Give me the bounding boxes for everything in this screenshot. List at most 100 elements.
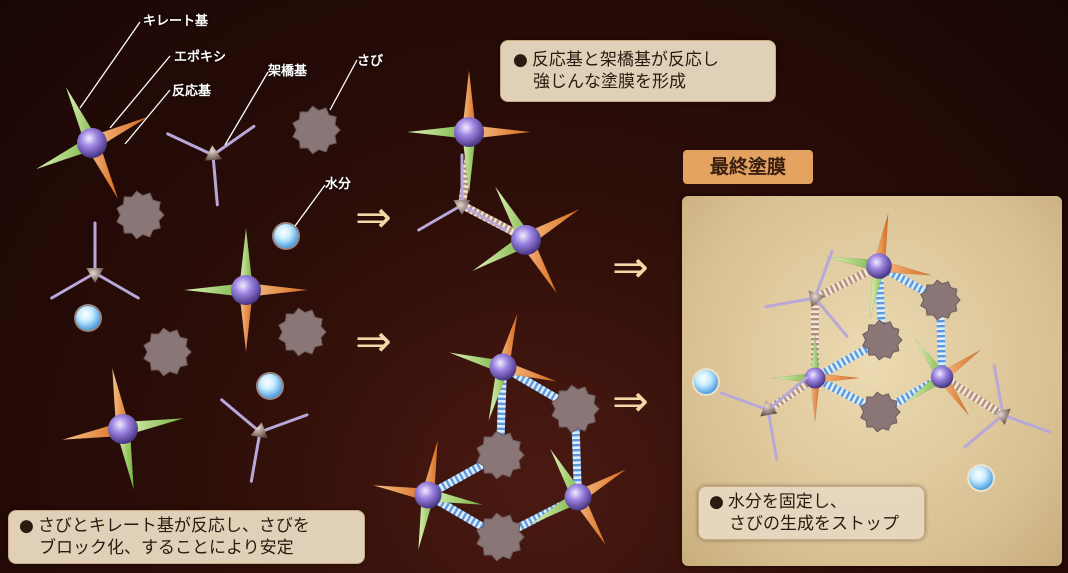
crosslinker-arm (719, 391, 770, 412)
crosslinker-core (453, 200, 471, 215)
rust-particle (476, 512, 525, 562)
process-arrow-4: ⇒ (612, 376, 649, 427)
rust-particle (860, 391, 901, 433)
note-tough-film-line2: 強じんな塗膜を形成 (533, 72, 686, 92)
note-water-fixation-line1: 水分を固定し、 (727, 492, 847, 512)
epoxy-core (804, 367, 826, 389)
crosslinker-molecule (719, 376, 808, 461)
note-tough-film: ●反応基と架橋基が反応し 強じんな塗膜を形成 (500, 40, 776, 102)
chelate-bond (813, 337, 884, 381)
epoxy-molecule (35, 86, 149, 200)
rust-particle (551, 384, 600, 434)
crosslinker-core (993, 408, 1011, 425)
rust-particle (278, 307, 327, 357)
crosslinker-core (760, 400, 778, 417)
crosslinker-arm (813, 296, 849, 338)
water-droplet (272, 222, 300, 250)
water-core (694, 370, 718, 394)
crosslink-bond (813, 263, 881, 301)
epoxy-core (930, 365, 954, 389)
process-arrow-3: ⇒ (612, 242, 649, 293)
crosslinker-arm (50, 271, 97, 300)
epoxy-molecule (449, 313, 557, 421)
crosslinker-molecule (220, 398, 309, 483)
crosslinker-core (86, 268, 104, 283)
rust-particle (292, 105, 341, 155)
process-arrow-2: ⇒ (355, 316, 392, 367)
bullet: ● (709, 492, 724, 512)
epoxy-core (564, 483, 592, 511)
note-rust-blocking: ●さびとキレート基が反応し、さびを ブロック化、することにより安定 (8, 510, 365, 564)
water-core (969, 466, 993, 490)
crosslinker-arm (258, 413, 309, 434)
epoxy-molecule (903, 338, 981, 416)
rust-particle (476, 430, 525, 480)
crosslinker-arm (460, 203, 507, 232)
crosslinker-arm (766, 408, 779, 461)
crosslinker-arm (211, 153, 219, 207)
crosslinker-molecule (50, 221, 140, 300)
epoxy-core (454, 117, 484, 147)
epoxy-molecule (372, 439, 484, 551)
rust-particle (143, 327, 192, 377)
crosslinker-arm (220, 398, 262, 434)
epoxy-core (511, 225, 541, 255)
callout-line (79, 21, 141, 109)
callout-line (294, 184, 326, 227)
epoxy-core (108, 414, 138, 444)
crosslinker-arm (1001, 413, 1052, 434)
crosslinker-arm (93, 271, 140, 300)
water-droplet (692, 368, 720, 396)
callout-line (124, 89, 171, 145)
epoxy-molecule (406, 69, 532, 195)
callout-line (329, 59, 358, 111)
label-rust: さび (357, 54, 384, 69)
process-arrow-1: ⇒ (355, 192, 392, 243)
bullet: ● (19, 516, 34, 536)
crosslinker-molecule (417, 153, 507, 232)
crosslinker-molecule (166, 124, 256, 207)
epoxy-core (77, 128, 107, 158)
bullet: ● (513, 50, 528, 70)
crosslinker-arm (963, 413, 1005, 449)
crosslink-bond (940, 374, 1005, 418)
crosslinker-arm (417, 203, 464, 232)
crosslinker-arm (992, 364, 1005, 417)
crosslinker-arm (764, 296, 817, 309)
water-core (274, 224, 298, 248)
crosslinker-core (808, 290, 825, 308)
crosslinker-core (204, 145, 223, 161)
crosslink-bond (766, 375, 817, 413)
rust-particle (920, 279, 961, 321)
crosslinker-molecule (963, 364, 1052, 449)
label-crosslink-group: 架橋基 (268, 64, 308, 79)
crosslinker-arm (813, 249, 834, 300)
water-droplet (74, 304, 102, 332)
crosslinker-core (250, 422, 268, 439)
note-tough-film-line1: 反応基と架橋基が反応し (531, 50, 719, 70)
label-water: 水分 (325, 177, 352, 192)
note-water-fixation-line2: さびの生成をストップ (729, 514, 899, 534)
label-epoxy: エポキシ (174, 50, 227, 65)
label-reactive-group: 反応基 (172, 84, 212, 99)
callout-line (109, 55, 171, 129)
note-water-fixation: ●水分を固定し、 さびの生成をストップ (698, 486, 925, 540)
epoxy-core (414, 481, 442, 509)
crosslinker-arm (766, 376, 808, 412)
note-rust-blocking-line2: ブロック化、することにより安定 (39, 538, 294, 558)
water-droplet (256, 372, 284, 400)
epoxy-core (866, 253, 892, 279)
rust-particle (116, 190, 165, 240)
epoxy-molecule (472, 186, 580, 294)
epoxy-molecule (61, 367, 185, 491)
epoxy-molecule (529, 448, 627, 546)
water-core (76, 306, 100, 330)
crosslinker-arm (166, 132, 215, 157)
epoxy-core (489, 353, 517, 381)
water-core (258, 374, 282, 398)
epoxy-core (231, 275, 261, 305)
rust-particle (862, 319, 903, 361)
water-droplet (967, 464, 995, 492)
crosslinker-arm (249, 430, 262, 483)
